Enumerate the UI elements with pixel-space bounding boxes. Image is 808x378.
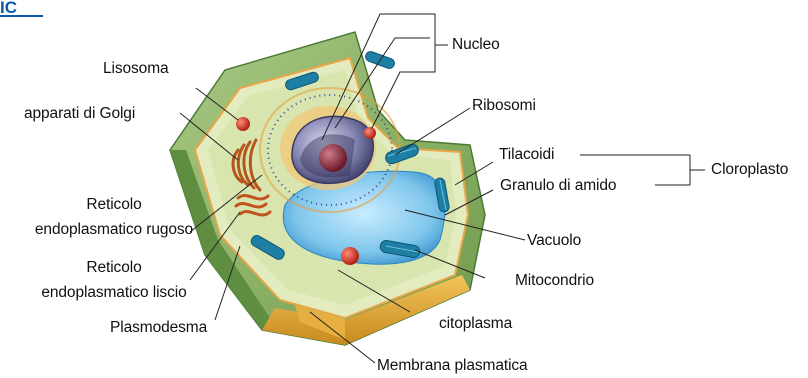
label-rer-line1: Reticolo <box>14 196 214 214</box>
label-ser-line1: Reticolo <box>24 259 204 277</box>
label-lisosoma: Lisosoma <box>103 60 169 78</box>
label-rer-line2: endoplasmatico rugoso <box>14 221 214 239</box>
label-ser-line2: endoplasmatico liscio <box>24 284 204 302</box>
label-golgi: apparati di Golgi <box>24 105 135 123</box>
label-ribosomi: Ribosomi <box>472 97 536 115</box>
label-tilacoidi: Tilacoidi <box>499 146 554 164</box>
nucleolus <box>319 144 347 172</box>
granule-sphere <box>341 247 359 265</box>
label-vacuolo: Vacuolo <box>527 232 581 250</box>
label-membrana: Membrana plasmatica <box>377 357 528 375</box>
label-ser: Reticolo endoplasmatico liscio <box>24 259 204 302</box>
label-granulo: Granulo di amido <box>500 177 616 195</box>
label-plasmodesma: Plasmodesma <box>110 319 207 337</box>
ribosome-sphere <box>364 127 376 139</box>
label-citoplasma: citoplasma <box>439 315 512 333</box>
lysosome <box>236 117 250 131</box>
label-nucleo: Nucleo <box>452 36 500 54</box>
label-cloroplasto: Cloroplasto <box>711 161 788 179</box>
label-mitocondrio: Mitocondrio <box>515 272 594 290</box>
label-rer: Reticolo endoplasmatico rugoso <box>14 196 214 239</box>
